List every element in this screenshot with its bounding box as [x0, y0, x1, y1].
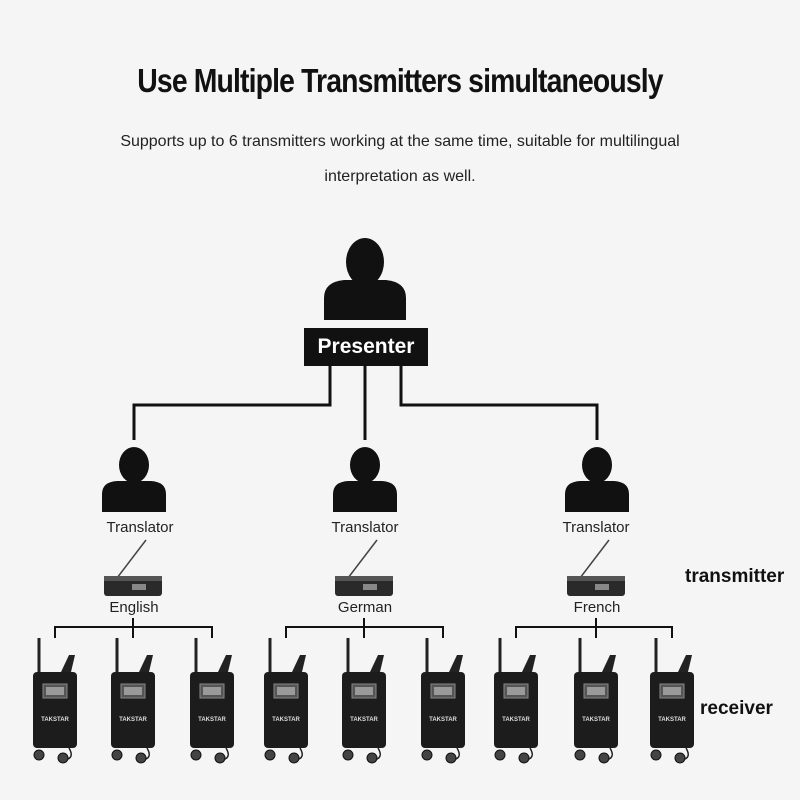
receiver-connectors — [54, 618, 673, 638]
page-subtitle: Supports up to 6 transmitters working at… — [120, 133, 680, 185]
receiver-brand-label: TAKSTAR — [119, 717, 147, 723]
language-label-german: German — [337, 599, 393, 616]
receiver-device-icon: TAKSTAR — [190, 638, 234, 764]
translator-label: Translator — [331, 519, 399, 536]
receiver-brand-label: TAKSTAR — [272, 717, 300, 723]
receiver-device-icon: TAKSTAR — [33, 638, 77, 764]
transmitter-device-icon — [104, 539, 162, 596]
receiver-side-label: receiver — [700, 698, 773, 719]
translator-person-icon — [565, 447, 629, 512]
receiver-group: TAKSTAR TAKSTAR TAKSTAR TAKSTAR TAKSTAR TAKST… — [33, 638, 694, 764]
receiver-device-icon: TAKSTAR — [421, 638, 465, 764]
presenter-label: Presenter — [304, 328, 428, 366]
translator-person-icon — [333, 447, 397, 512]
receiver-brand-label: TAKSTAR — [429, 717, 457, 723]
presenter-connectors — [132, 366, 599, 440]
receiver-brand-label: TAKSTAR — [350, 717, 378, 723]
receiver-device-icon: TAKSTAR — [574, 638, 618, 764]
transmitter-device-icon — [567, 539, 625, 596]
receiver-brand-label: TAKSTAR — [41, 717, 69, 723]
receiver-device-icon: TAKSTAR — [264, 638, 308, 764]
transmitter-device-icon — [335, 539, 393, 596]
transmitter-side-label: transmitter — [685, 566, 785, 587]
page-title: Use Multiple Transmitters simultaneously — [137, 62, 663, 99]
translator-label: Translator — [562, 519, 630, 536]
receiver-brand-label: TAKSTAR — [582, 717, 610, 723]
receiver-brand-label: TAKSTAR — [658, 717, 686, 723]
translator-label: Translator — [106, 519, 174, 536]
receiver-brand-label: TAKSTAR — [198, 717, 226, 723]
receiver-device-icon: TAKSTAR — [342, 638, 386, 764]
receiver-device-icon: TAKSTAR — [650, 638, 694, 764]
language-label-english: English — [109, 599, 159, 616]
receiver-device-icon: TAKSTAR — [111, 638, 155, 764]
receiver-brand-label: TAKSTAR — [502, 717, 530, 723]
presenter-person-icon — [324, 238, 406, 320]
translator-person-icon — [102, 447, 166, 512]
language-label-french: French — [573, 599, 621, 616]
receiver-device-icon: TAKSTAR — [494, 638, 538, 764]
